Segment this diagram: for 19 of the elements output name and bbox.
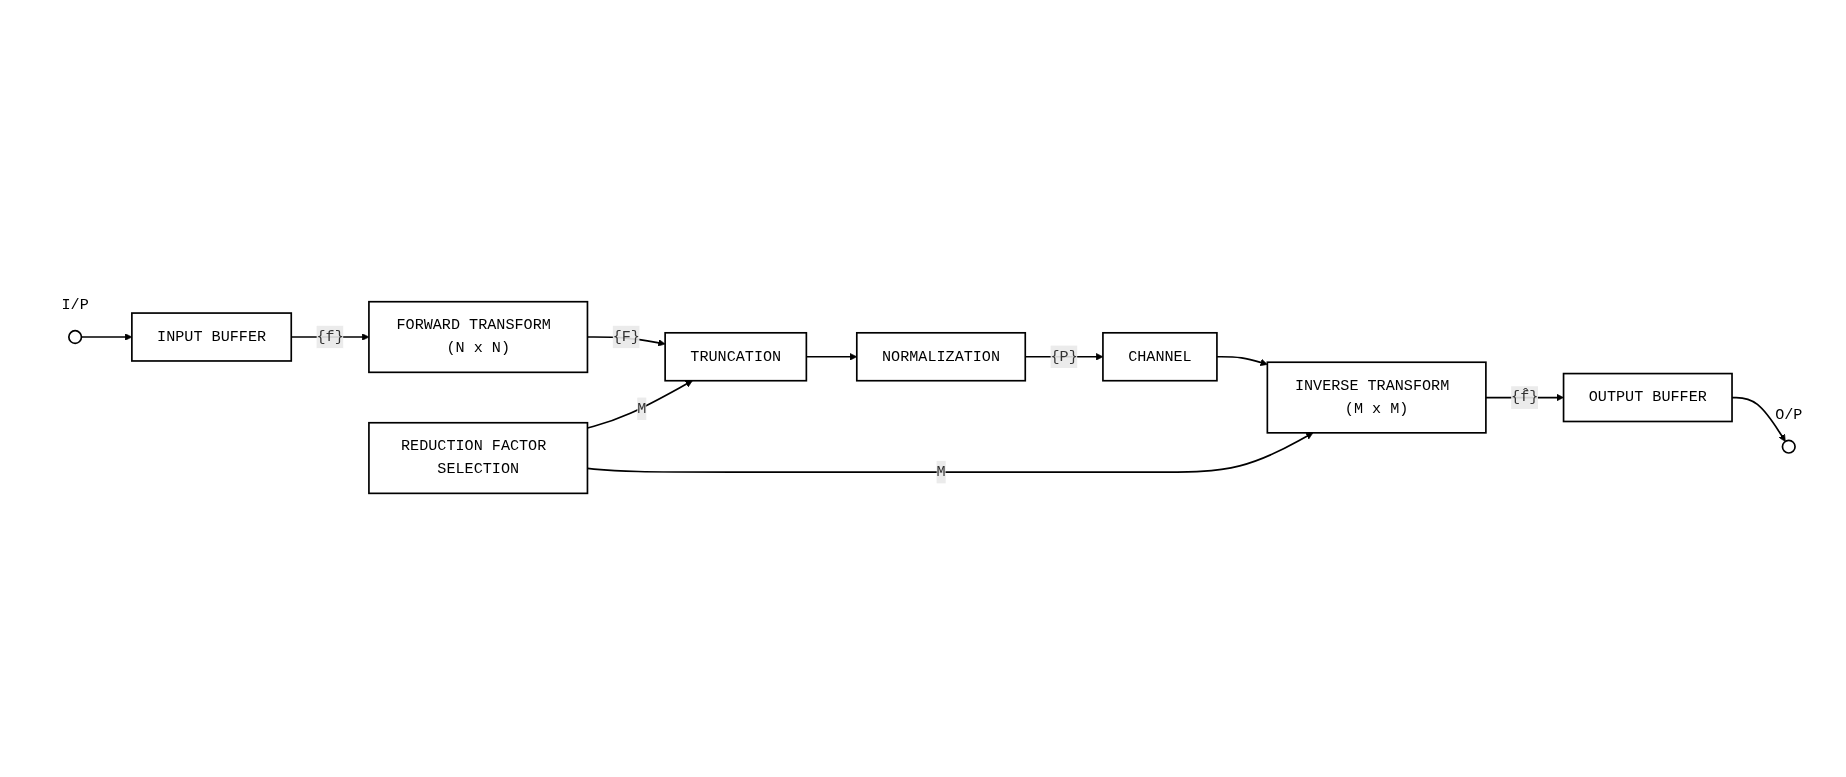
edge-label: M: [936, 463, 946, 481]
node-circle: [68, 329, 83, 345]
node-box: FORWARD TRANSFORM (N x N): [368, 300, 589, 374]
node-box: NORMALIZATION: [855, 332, 1027, 382]
edge-label: {f}: [316, 328, 344, 345]
node-label: O/P: [1775, 405, 1803, 423]
node-box: INPUT BUFFER: [131, 312, 293, 362]
node-box: TRUNCATION: [664, 332, 808, 382]
edge-label: {P}: [1050, 347, 1078, 365]
edge-label: {f̂}: [1511, 388, 1539, 406]
edge-label: M: [637, 399, 647, 417]
node-box: REDUCTION FACTOR SELECTION: [368, 421, 589, 495]
node-box: CHANNEL: [1102, 332, 1218, 382]
node-box: OUTPUT BUFFER: [1562, 372, 1733, 423]
arrow: [1216, 355, 1268, 366]
node-label: I/P: [61, 296, 89, 314]
node-circle: [1781, 439, 1796, 454]
edge-label: {F}: [612, 328, 640, 345]
node-box: INVERSE TRANSFORM (M x M): [1266, 361, 1487, 434]
